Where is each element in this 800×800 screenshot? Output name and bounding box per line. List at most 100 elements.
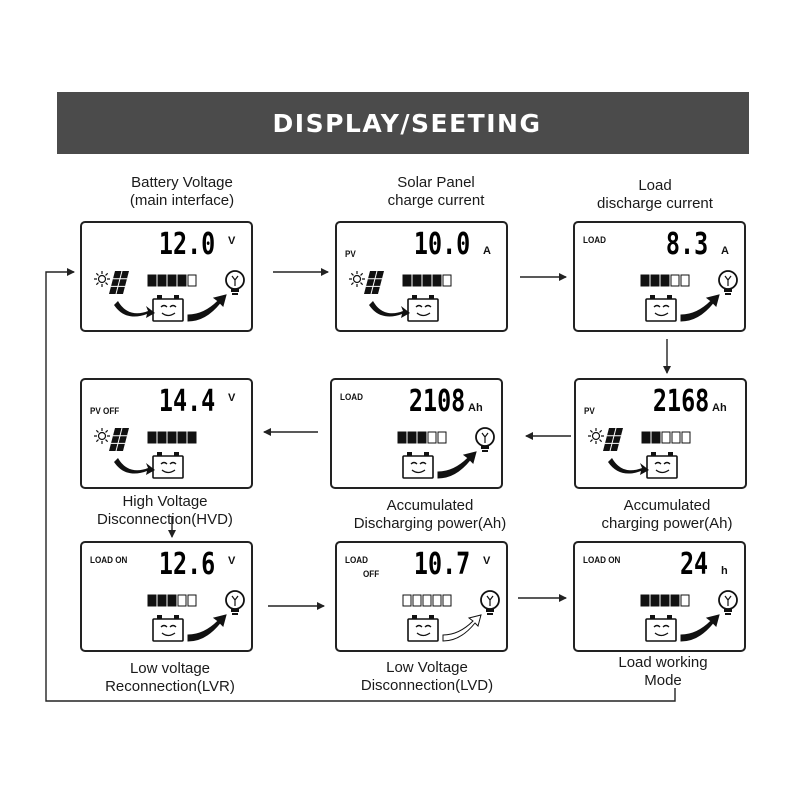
discharge-flow-arrow	[680, 294, 720, 322]
caption-line: Mode	[644, 672, 682, 689]
status-label: LOAD	[583, 235, 606, 245]
light-bulb-icon	[225, 270, 245, 295]
status-label: LOAD ON	[583, 555, 621, 565]
battery-bar	[187, 594, 197, 607]
battery-bar	[427, 431, 437, 444]
lcd-icons	[588, 427, 691, 479]
lcd-icons	[94, 270, 245, 322]
reading-unit: A	[721, 245, 729, 257]
battery-bar	[157, 594, 167, 607]
lcd-icons	[640, 270, 738, 322]
sun-icon	[94, 428, 110, 444]
battery-bar	[402, 594, 412, 607]
caption-line: Accumulated	[386, 497, 474, 514]
lcd-icons	[397, 427, 495, 479]
battery-bar	[412, 594, 422, 607]
battery-bar	[402, 274, 412, 287]
battery-level-bars	[640, 274, 690, 287]
battery-bar	[660, 594, 670, 607]
battery-bar	[177, 594, 187, 607]
battery-bar	[157, 274, 167, 287]
battery-bar	[651, 431, 661, 444]
battery-icon	[152, 295, 184, 322]
battery-bar	[147, 594, 157, 607]
sun-icon	[94, 271, 110, 287]
caption-line: High Voltage	[122, 493, 208, 510]
battery-icon	[646, 452, 678, 479]
reading-value: 2168	[652, 384, 709, 419]
battery-bar	[640, 274, 650, 287]
charge-flow-arrow	[114, 301, 155, 318]
reading-value: 12.6	[158, 547, 215, 582]
battery-bar	[147, 274, 157, 287]
battery-level-bars	[147, 594, 197, 607]
status-label: LOAD	[340, 392, 363, 402]
battery-icon	[152, 615, 184, 642]
banner-title: DISPLAY/SEETING	[272, 108, 542, 138]
battery-bar	[641, 431, 651, 444]
status-label-secondary: OFF	[363, 569, 380, 579]
battery-bar	[680, 594, 690, 607]
battery-icon	[407, 615, 439, 642]
battery-bar	[412, 274, 422, 287]
solar-panel-icon	[94, 270, 129, 295]
battery-icon	[407, 295, 439, 322]
charge-flow-arrow	[114, 458, 155, 475]
battery-bar	[422, 274, 432, 287]
battery-level-bars	[147, 431, 197, 444]
reading-unit: Ah	[712, 402, 727, 414]
caption-line: Solar Panel	[397, 174, 475, 191]
battery-level-bars	[397, 431, 447, 444]
caption-line: Reconnection(LVR)	[105, 678, 235, 695]
battery-bar	[167, 594, 177, 607]
caption-line: Low Voltage	[386, 659, 468, 676]
discharge-flow-arrow	[680, 614, 720, 642]
caption-line: Disconnection(LVD)	[360, 677, 494, 694]
status-label: PV	[584, 406, 595, 416]
light-bulb-icon	[475, 427, 495, 452]
battery-bar	[147, 431, 157, 444]
reading-value: 8.3	[665, 227, 708, 262]
caption-line: Discharging power(Ah)	[353, 515, 507, 532]
battery-bar	[432, 274, 442, 287]
light-bulb-icon	[718, 270, 738, 295]
battery-icon	[152, 452, 184, 479]
charge-flow-arrow	[369, 301, 410, 318]
status-label: LOAD	[345, 555, 368, 565]
battery-bar	[680, 274, 690, 287]
battery-icon	[645, 295, 677, 322]
status-label: LOAD ON	[90, 555, 128, 565]
battery-bar	[177, 431, 187, 444]
battery-level-bars	[402, 274, 452, 287]
battery-icon	[645, 615, 677, 642]
battery-bar	[661, 431, 671, 444]
reading-unit: V	[228, 392, 236, 404]
battery-bar	[442, 594, 452, 607]
battery-bar	[671, 431, 681, 444]
battery-bar	[640, 594, 650, 607]
sun-icon	[588, 428, 604, 444]
reading-unit: A	[483, 245, 491, 257]
status-label: PV	[345, 249, 356, 259]
caption-line: charging power(Ah)	[601, 515, 733, 532]
battery-bar	[650, 594, 660, 607]
battery-bar	[422, 594, 432, 607]
solar-panel-icon	[588, 427, 623, 452]
battery-bar	[432, 594, 442, 607]
discharge-flow-arrow	[187, 294, 227, 322]
battery-bar	[397, 431, 407, 444]
reading-unit: V	[228, 235, 236, 247]
caption-line: Low voltage	[129, 660, 211, 677]
caption-line: discharge current	[597, 195, 713, 212]
reading-value: 24	[679, 547, 708, 582]
